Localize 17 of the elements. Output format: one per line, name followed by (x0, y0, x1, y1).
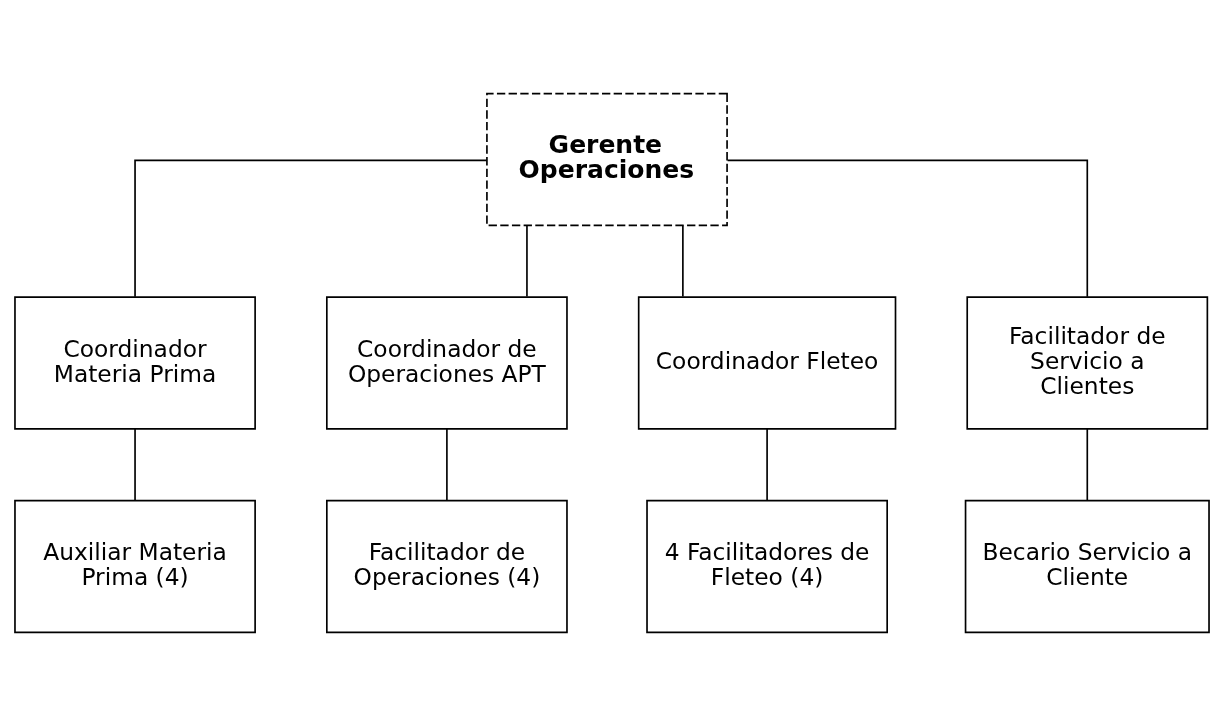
connector (134, 428, 136, 501)
node-box: Auxiliar Materia Prima (4) (14, 499, 256, 634)
connector (446, 428, 448, 501)
node-box: Facilitador de Servicio a Clientes (966, 296, 1209, 430)
node-box: Facilitador de Operaciones (4) (326, 499, 568, 634)
node-box: Coordinador Fleteo (637, 296, 897, 430)
node-box: Becario Servicio a Cliente (964, 499, 1210, 634)
node-box: Coordinador Materia Prima (14, 296, 256, 430)
connector (134, 159, 488, 298)
connector (526, 224, 528, 298)
node-box: Gerente Operaciones (486, 92, 728, 227)
connector (766, 428, 768, 501)
node-box: Coordinador de Operaciones APT (326, 296, 568, 430)
connector (682, 224, 684, 298)
node-box: 4 Facilitadores de Fleteo (4) (646, 499, 888, 634)
connector (726, 159, 1089, 298)
connector (1086, 428, 1089, 501)
